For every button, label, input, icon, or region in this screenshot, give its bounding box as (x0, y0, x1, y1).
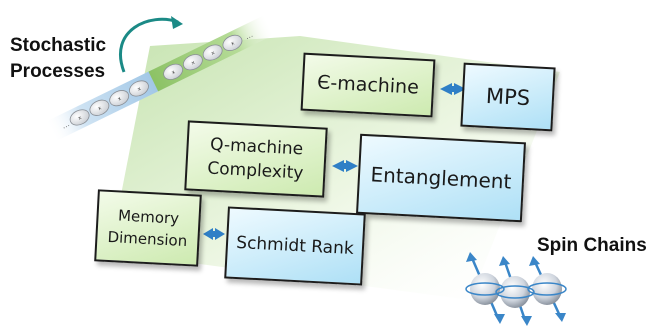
processes-label: Processes (10, 61, 106, 82)
qmachine-box: Q-machine Complexity (184, 120, 328, 198)
schmidt-rank-label: Schmidt Rank (235, 232, 355, 260)
svg-text:x: x (171, 69, 176, 76)
svg-text:x: x (230, 40, 235, 47)
connector-memory-schmidt (203, 228, 225, 240)
emachine-box: Є-machine (300, 52, 436, 118)
svg-text:…: … (60, 119, 71, 131)
mps-box: MPS (460, 62, 556, 132)
schmidt-rank-box: Schmidt Rank (224, 206, 366, 286)
svg-text:…: … (243, 30, 254, 42)
svg-text:x: x (77, 115, 82, 122)
memory-label-line1: Memory (117, 206, 180, 228)
svg-text:x: x (191, 60, 196, 67)
emachine-label: Є-machine (316, 71, 420, 99)
entanglement-label: Entanglement (369, 162, 513, 194)
svg-text:x: x (97, 105, 102, 112)
spin-chains-label: Spin Chains (537, 235, 647, 256)
connector-emachine-mps (440, 83, 466, 95)
qmachine-label-line2: Complexity (206, 158, 304, 184)
svg-text:x: x (117, 96, 122, 103)
stochastic-label: Stochastic (10, 35, 107, 56)
svg-text:x: x (137, 86, 142, 93)
memory-dimension-box: Memory Dimension (94, 189, 202, 267)
svg-text:x: x (210, 50, 215, 57)
spin-chain-icon (465, 252, 567, 326)
mps-label: MPS (485, 83, 531, 111)
tape-chips (69, 34, 243, 126)
stochastic-tape: x x x x x x x x … … (45, 14, 276, 142)
memory-label-line2: Dimension (107, 227, 188, 251)
connector-qmachine-entanglement (332, 160, 358, 172)
entanglement-box: Entanglement (356, 133, 526, 223)
curved-arrow-head (171, 16, 183, 29)
curved-arrow-icon (119, 17, 179, 73)
